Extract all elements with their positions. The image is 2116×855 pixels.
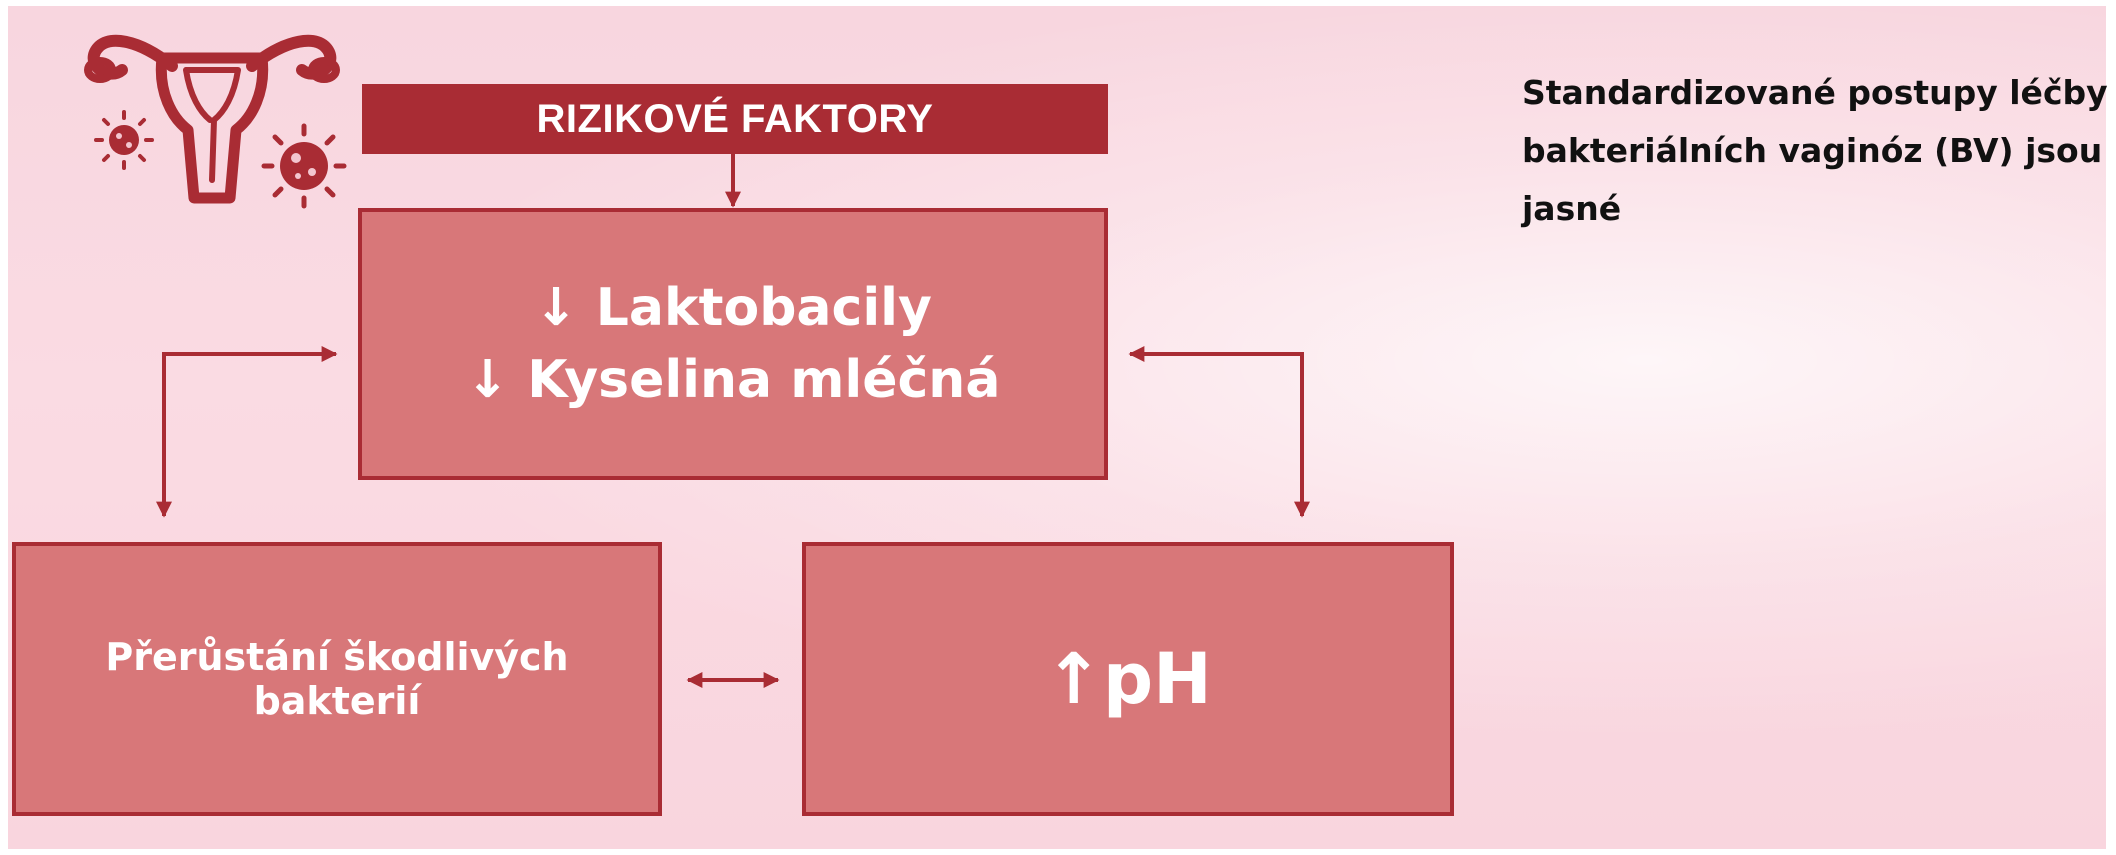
risk-factors-banner: RIZIKOVÉ FAKTORY — [362, 84, 1108, 154]
lactobacilli-label: ↓ Laktobacily — [534, 278, 932, 338]
side-statement: Standardizované postupy léčby bakteriáln… — [1522, 73, 2108, 228]
lactobacilli-box: ↓ Laktobacily ↓ Kyselina mléčná — [358, 208, 1108, 480]
ph-box: ↑pH — [802, 542, 1454, 816]
harmful-bacteria-box: Přerůstání škodlivých bakterií — [12, 542, 662, 816]
uterus-icon — [84, 34, 340, 204]
lactic-acid-label: ↓ Kyselina mléčná — [465, 350, 1001, 410]
harmful-bacteria-label: Přerůstání škodlivých bakterií — [105, 635, 569, 723]
ph-label: ↑pH — [1044, 638, 1212, 720]
